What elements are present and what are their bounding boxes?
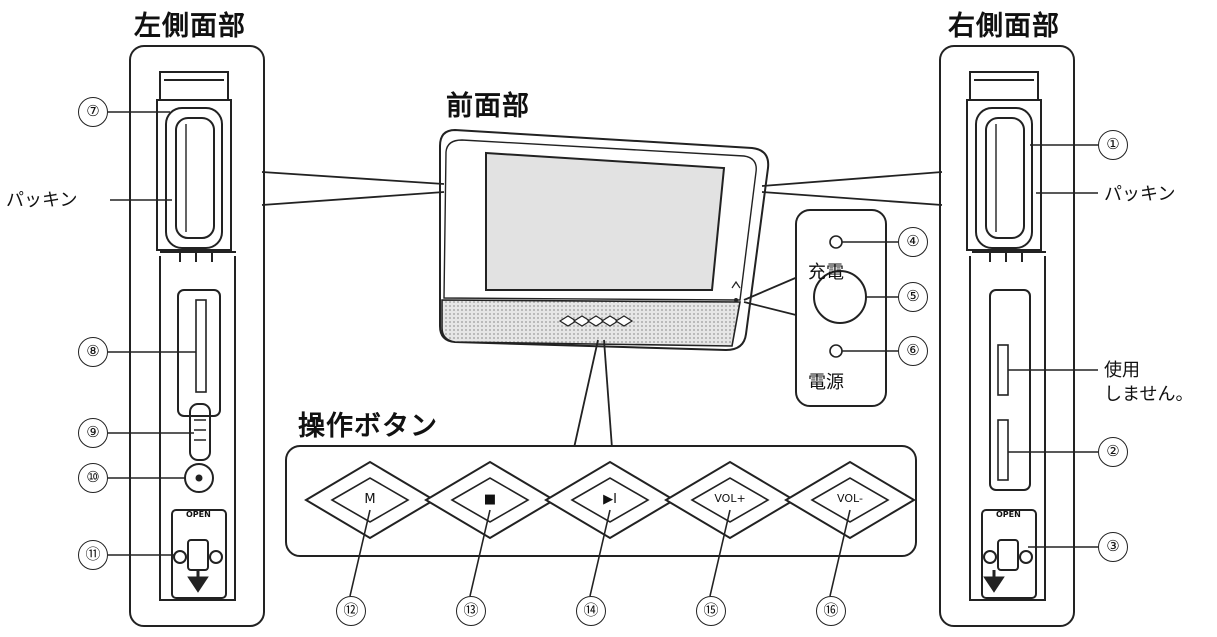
right-packing-inner	[985, 117, 1025, 239]
button-voldown-label: VOL-	[837, 492, 863, 505]
button-diamond-m	[304, 460, 436, 540]
left-packing-outer	[165, 107, 223, 249]
leader-lines	[108, 111, 1098, 597]
button-diamond-stop	[424, 460, 556, 540]
arrow-down-icon	[983, 570, 1005, 593]
callout-number-1: ①	[1098, 130, 1128, 160]
button-diamond-voldown	[784, 460, 916, 540]
connector-lines	[261, 171, 943, 449]
button-stop-label: ■	[483, 492, 497, 507]
callout-number-15: ⑮	[696, 596, 726, 626]
power-label: 電源	[808, 372, 844, 393]
callout-number-5: ⑤	[898, 282, 928, 312]
left-packing-inner	[175, 117, 215, 239]
right-packing-outer	[975, 107, 1033, 249]
open-label-left: OPEN	[186, 510, 211, 519]
button-diamond-volup	[664, 460, 796, 540]
callout-number-10: ⑩	[78, 463, 108, 493]
front-title: 前面部	[446, 91, 530, 122]
arrow-down-icon	[187, 570, 209, 593]
charge-label: 充電	[808, 262, 844, 283]
button-volup-label: VOL+	[714, 492, 746, 505]
front-device	[439, 128, 770, 352]
packing-right-label: パッキン	[1104, 184, 1176, 205]
callout-number-11: ⑪	[78, 540, 108, 570]
led-icon	[829, 344, 843, 358]
left-side-panel	[129, 45, 265, 627]
left-side-title: 左側面部	[134, 11, 246, 42]
screw-icon	[209, 550, 223, 564]
callout-number-16: ⑯	[816, 596, 846, 626]
callout-number-8: ⑧	[78, 337, 108, 367]
screw-icon	[983, 550, 997, 564]
screw-icon	[173, 550, 187, 564]
callout-number-4: ④	[898, 227, 928, 257]
callout-number-12: ⑫	[336, 596, 366, 626]
callout-number-14: ⑭	[576, 596, 606, 626]
callout-number-9: ⑨	[78, 418, 108, 448]
callout-number-7: ⑦	[78, 97, 108, 127]
not-used-label-line2: しません。	[1104, 384, 1194, 405]
not-used-label-line1: 使用	[1104, 360, 1140, 381]
screw-icon	[1019, 550, 1033, 564]
right-side-title: 右側面部	[948, 11, 1060, 42]
open-label-right: OPEN	[996, 510, 1021, 519]
led-icon	[829, 235, 843, 249]
button-m-label: M	[364, 492, 376, 507]
button-diamond-play	[544, 460, 676, 540]
button-play-label: ▶I	[603, 492, 617, 507]
callout-number-2: ②	[1098, 437, 1128, 467]
buttons-title: 操作ボタン	[298, 411, 438, 442]
callout-number-13: ⑬	[456, 596, 486, 626]
right-side-panel	[939, 45, 1075, 627]
packing-left-label: パッキン	[6, 190, 78, 211]
front-screen	[485, 151, 726, 291]
callout-number-3: ③	[1098, 532, 1128, 562]
callout-number-6: ⑥	[898, 336, 928, 366]
buttons-panel	[285, 445, 917, 557]
power-charge-panel	[795, 209, 887, 407]
